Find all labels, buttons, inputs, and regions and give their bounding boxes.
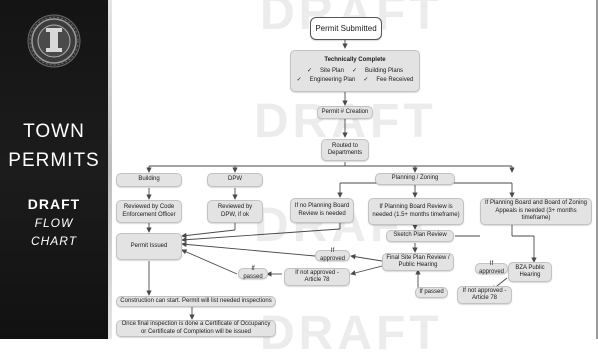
checkmark-icon: ✓ — [363, 77, 369, 84]
node-sketch-plan-review: Sketch Plan Review — [386, 230, 454, 242]
node-planning-board-needed: If Planning Board Review is needed (1.5+… — [368, 198, 464, 225]
sidebar-flow: FLOW — [34, 216, 74, 230]
checkmark-icon: ✓ — [351, 67, 358, 74]
tech-row-1: ✓ Site Plan ✓ Building Plans — [307, 68, 403, 76]
connector-lines — [146, 40, 537, 320]
tech-engineering-plan: Engineering Plan — [309, 77, 356, 84]
checkmark-icon: ✓ — [306, 67, 312, 74]
tech-title: Technically Complete — [324, 57, 386, 64]
node-routed-to-departments: Routed to Departments — [321, 139, 369, 161]
node-permit-issued: Permit Issued — [116, 233, 182, 260]
node-technically-complete: Technically Complete ✓ Site Plan ✓ Buildin… — [290, 50, 420, 92]
tech-fee-received: Fee Received — [376, 77, 414, 84]
node-reviewed-code: Reviewed by Code Enforcement Officer — [116, 200, 182, 223]
town-seal-icon — [27, 14, 81, 68]
node-bza-public-hearing: BZA Public Hearing — [508, 262, 552, 282]
node-if-approved-2: If approved — [475, 261, 508, 275]
node-final-inspection: Once final inspection is done a Certific… — [116, 320, 276, 337]
sidebar-title-permits: PERMITS — [8, 150, 100, 171]
node-reviewed-dpw: Reviewed by DPW, if ok — [207, 200, 263, 223]
node-if-passed-2: If passed — [415, 287, 448, 298]
node-building: Building — [116, 173, 182, 187]
node-if-passed-1: If passed — [238, 266, 268, 280]
node-planning-board-zba: If Planning Board and Board of Zoning Ap… — [480, 198, 592, 225]
node-construction-start: Construction can start. Permit will list… — [116, 296, 276, 307]
node-permit-submitted: Permit Submitted — [310, 17, 382, 40]
node-if-not-approved-2: If not approved - Article 78 — [457, 286, 512, 304]
node-final-site-plan: Final Site Plan Review / Public Hearing — [382, 253, 454, 271]
tech-site-plan: Site Plan — [319, 67, 344, 74]
node-if-not-approved-1: If not approved - Article 78 — [284, 268, 350, 286]
node-no-planning-board: If no Planning Board Review is needed — [290, 198, 354, 223]
tech-building-plans: Building Plans — [365, 67, 404, 74]
sidebar-divider — [108, 0, 112, 339]
node-planning-zoning: Planning / Zoning — [375, 173, 455, 185]
tech-row-2: ✓ Engineering Plan ✓ Fee Received — [297, 77, 414, 85]
sidebar-draft: DRAFT — [27, 196, 81, 212]
sidebar: TOWN PERMITS DRAFT FLOW CHART — [0, 0, 108, 339]
sidebar-chart: CHART — [30, 234, 78, 248]
slide-right-border — [596, 0, 598, 339]
sidebar-title-town: TOWN — [23, 121, 85, 142]
node-permit-creation: Permit # Creation — [317, 106, 373, 119]
flowchart-canvas: DRAFT DRAFT DRAFT DRAFT — [112, 0, 596, 360]
node-dpw: DPW — [207, 173, 263, 187]
checkmark-icon: ✓ — [296, 77, 302, 84]
node-if-approved-1: If approved — [315, 248, 350, 262]
